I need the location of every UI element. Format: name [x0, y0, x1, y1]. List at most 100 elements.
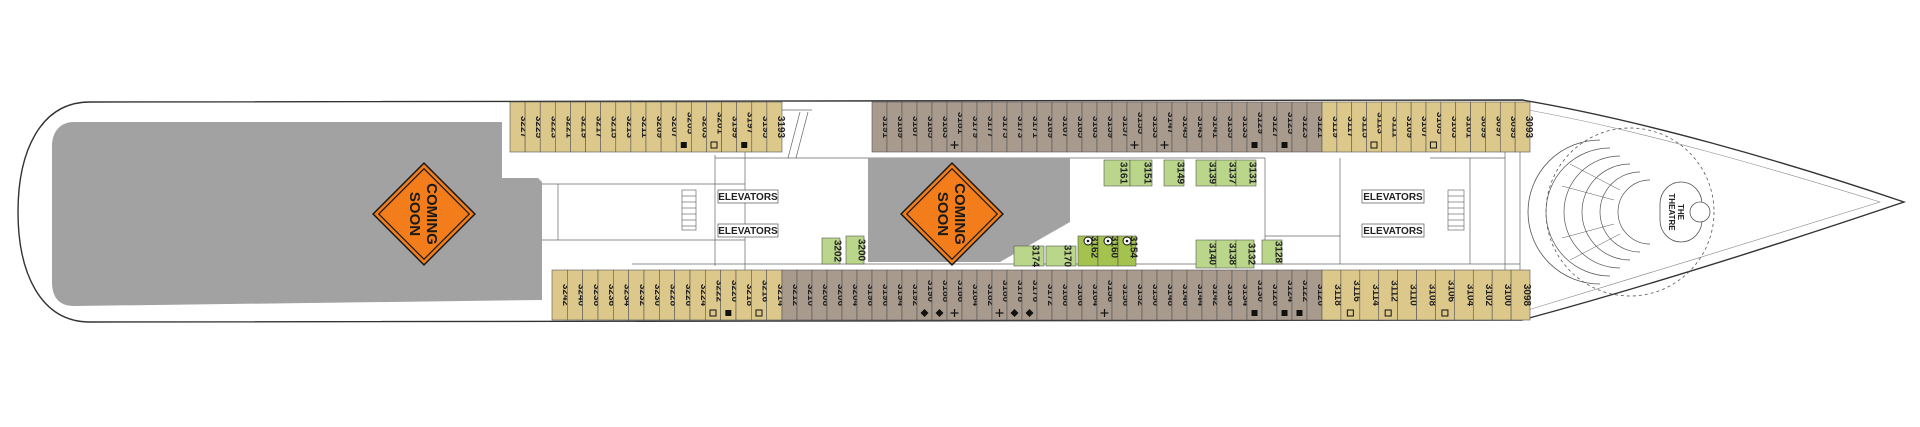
cabin-3181[interactable]: 3181: [946, 101, 966, 153]
cabin-3228[interactable]: 3228: [659, 269, 679, 321]
wheelchair-icon: [1122, 236, 1132, 246]
cabin-number: 3219: [579, 116, 590, 139]
cabin-3176[interactable]: 3176: [1021, 269, 1041, 321]
cabin-number: 3230: [652, 284, 663, 307]
cabin-3182[interactable]: 3182: [976, 269, 996, 321]
cabin-3114[interactable]: 3114: [1359, 269, 1381, 321]
cabin-3174[interactable]: 3174: [1013, 245, 1045, 268]
cabin-3200[interactable]: 3200: [845, 235, 867, 265]
cabin-3193[interactable]: 3193: [766, 101, 786, 153]
cabin-3175[interactable]: 3175: [991, 101, 1011, 153]
cabin-3160[interactable]: 3160: [1097, 235, 1120, 267]
cabin-3202[interactable]: 3202: [821, 237, 843, 265]
cabin-3204[interactable]: 3204: [841, 269, 861, 321]
cabin-3100[interactable]: 3100: [1491, 269, 1513, 321]
cabin-3097[interactable]: 3097: [1485, 101, 1504, 153]
cabin-3220[interactable]: 3220: [720, 269, 740, 321]
cabin-3132[interactable]: 3132: [1235, 239, 1257, 269]
cabin-number: 3212: [790, 284, 801, 307]
cabin-number: 3164: [1090, 284, 1101, 307]
cabin-fill: [1103, 159, 1131, 187]
cabin-3128[interactable]: 3128: [1261, 239, 1284, 265]
cabin-number: 3202: [832, 240, 843, 263]
cabin-3098[interactable]: 3098: [1510, 269, 1532, 321]
cabin-3118[interactable]: 3118: [1321, 269, 1343, 321]
hollow-square-icon: [1429, 141, 1437, 149]
cabin-3122[interactable]: 3122: [1291, 269, 1311, 321]
cabin-fill: [1117, 235, 1137, 267]
coming-soon-sign: COMING SOON: [900, 162, 1004, 266]
cabin-3131[interactable]: 3131: [1235, 159, 1258, 187]
cabin-number: 3123: [1300, 116, 1311, 139]
cabin-3216[interactable]: 3216: [751, 269, 771, 321]
cabin-number: 3177: [985, 116, 996, 139]
cabin-number: 3156: [1120, 284, 1131, 307]
cabin-3136[interactable]: 3136: [1216, 269, 1236, 321]
cabin-3168[interactable]: 3168: [1051, 269, 1071, 321]
cabin-3129[interactable]: 3129: [1246, 101, 1266, 153]
cabin-3112[interactable]: 3112: [1378, 269, 1400, 321]
cabin-3141[interactable]: 3141: [1201, 101, 1221, 153]
cabin-3170[interactable]: 3170: [1045, 245, 1077, 268]
cabin-3201[interactable]: 3201: [706, 101, 726, 153]
cabin-number: 3115: [1360, 116, 1371, 138]
cabin-3124[interactable]: 3124: [1276, 269, 1296, 321]
cabin-3093[interactable]: 3093: [1514, 101, 1534, 153]
cabin-3109[interactable]: 3109: [1395, 101, 1415, 153]
cabin-3166[interactable]: 3166: [1066, 269, 1086, 321]
cabin-3203[interactable]: 3203: [691, 101, 710, 153]
cabin-3226[interactable]: 3226: [674, 269, 694, 321]
cabin-3149[interactable]: 3149: [1163, 159, 1186, 187]
cabin-number: 3216: [760, 280, 771, 303]
cabin-3219[interactable]: 3219: [570, 101, 590, 153]
cabin-3227[interactable]: 3227: [509, 101, 529, 153]
cabin-number: 3152: [1135, 284, 1146, 307]
cabin-3242[interactable]: 3242: [551, 269, 571, 321]
cabin-3137[interactable]: 3137: [1215, 159, 1238, 187]
cabin-number: 3162: [1089, 236, 1100, 259]
svg-text:COMING: COMING: [423, 183, 440, 245]
cabin-3110[interactable]: 3110: [1397, 269, 1419, 321]
cabin-number: 3195: [760, 116, 771, 139]
cabin-number: 3100: [1502, 284, 1513, 307]
cabin-3177[interactable]: 3177: [976, 101, 996, 153]
cabin-3116[interactable]: 3116: [1340, 269, 1362, 321]
cabin-number: 3217: [594, 116, 605, 139]
cabin-number: 3111: [1389, 116, 1400, 138]
cabin-3138[interactable]: 3138: [1215, 239, 1238, 269]
cabin-3106[interactable]: 3106: [1435, 269, 1456, 321]
cabin-number: 3143: [1195, 116, 1206, 139]
cabin-3179[interactable]: 3179: [961, 101, 981, 153]
cabin-fill: [1235, 239, 1255, 269]
cabin-3104[interactable]: 3104: [1454, 269, 1475, 321]
plus-icon: [950, 309, 959, 317]
cabin-3162[interactable]: 3162: [1077, 235, 1100, 267]
cabin-3158[interactable]: 3158: [1096, 269, 1116, 321]
cabin-3154[interactable]: 3154: [1117, 235, 1139, 267]
cabin-3140[interactable]: 3140: [1195, 239, 1218, 269]
cabin-3180[interactable]: 3180: [991, 269, 1011, 321]
cabin-3187[interactable]: 3187: [901, 101, 921, 153]
cabin-3152[interactable]: 3152: [1126, 269, 1146, 321]
cabin-number: 3209: [654, 116, 665, 139]
cabin-3108[interactable]: 3108: [1416, 269, 1438, 321]
cabin-number: 3215: [609, 116, 620, 139]
cabin-number: 3148: [1165, 284, 1176, 307]
cabin-number: 3151: [1142, 162, 1153, 185]
cabin-number: 3197: [745, 112, 756, 135]
cabin-number: 3207: [669, 116, 680, 139]
svg-text:COMING: COMING: [951, 183, 968, 245]
cabin-number: 3108: [1427, 284, 1438, 307]
cabin-3234[interactable]: 3234: [613, 269, 633, 321]
cabin-number: 3201: [715, 112, 726, 135]
cabin-3139[interactable]: 3139: [1195, 159, 1218, 187]
cabin-3102[interactable]: 3102: [1472, 269, 1494, 321]
cabin-3205[interactable]: 3205: [675, 101, 695, 153]
cabin-number: 3208: [820, 284, 831, 307]
cabin-3151[interactable]: 3151: [1129, 159, 1153, 187]
cabin-number: 3146: [1180, 284, 1191, 307]
cabin-number: 3211: [639, 116, 650, 138]
cabin-3161[interactable]: 3161: [1103, 159, 1131, 187]
cabin-fill: [821, 237, 841, 265]
cabin-number: 3179: [970, 116, 981, 139]
